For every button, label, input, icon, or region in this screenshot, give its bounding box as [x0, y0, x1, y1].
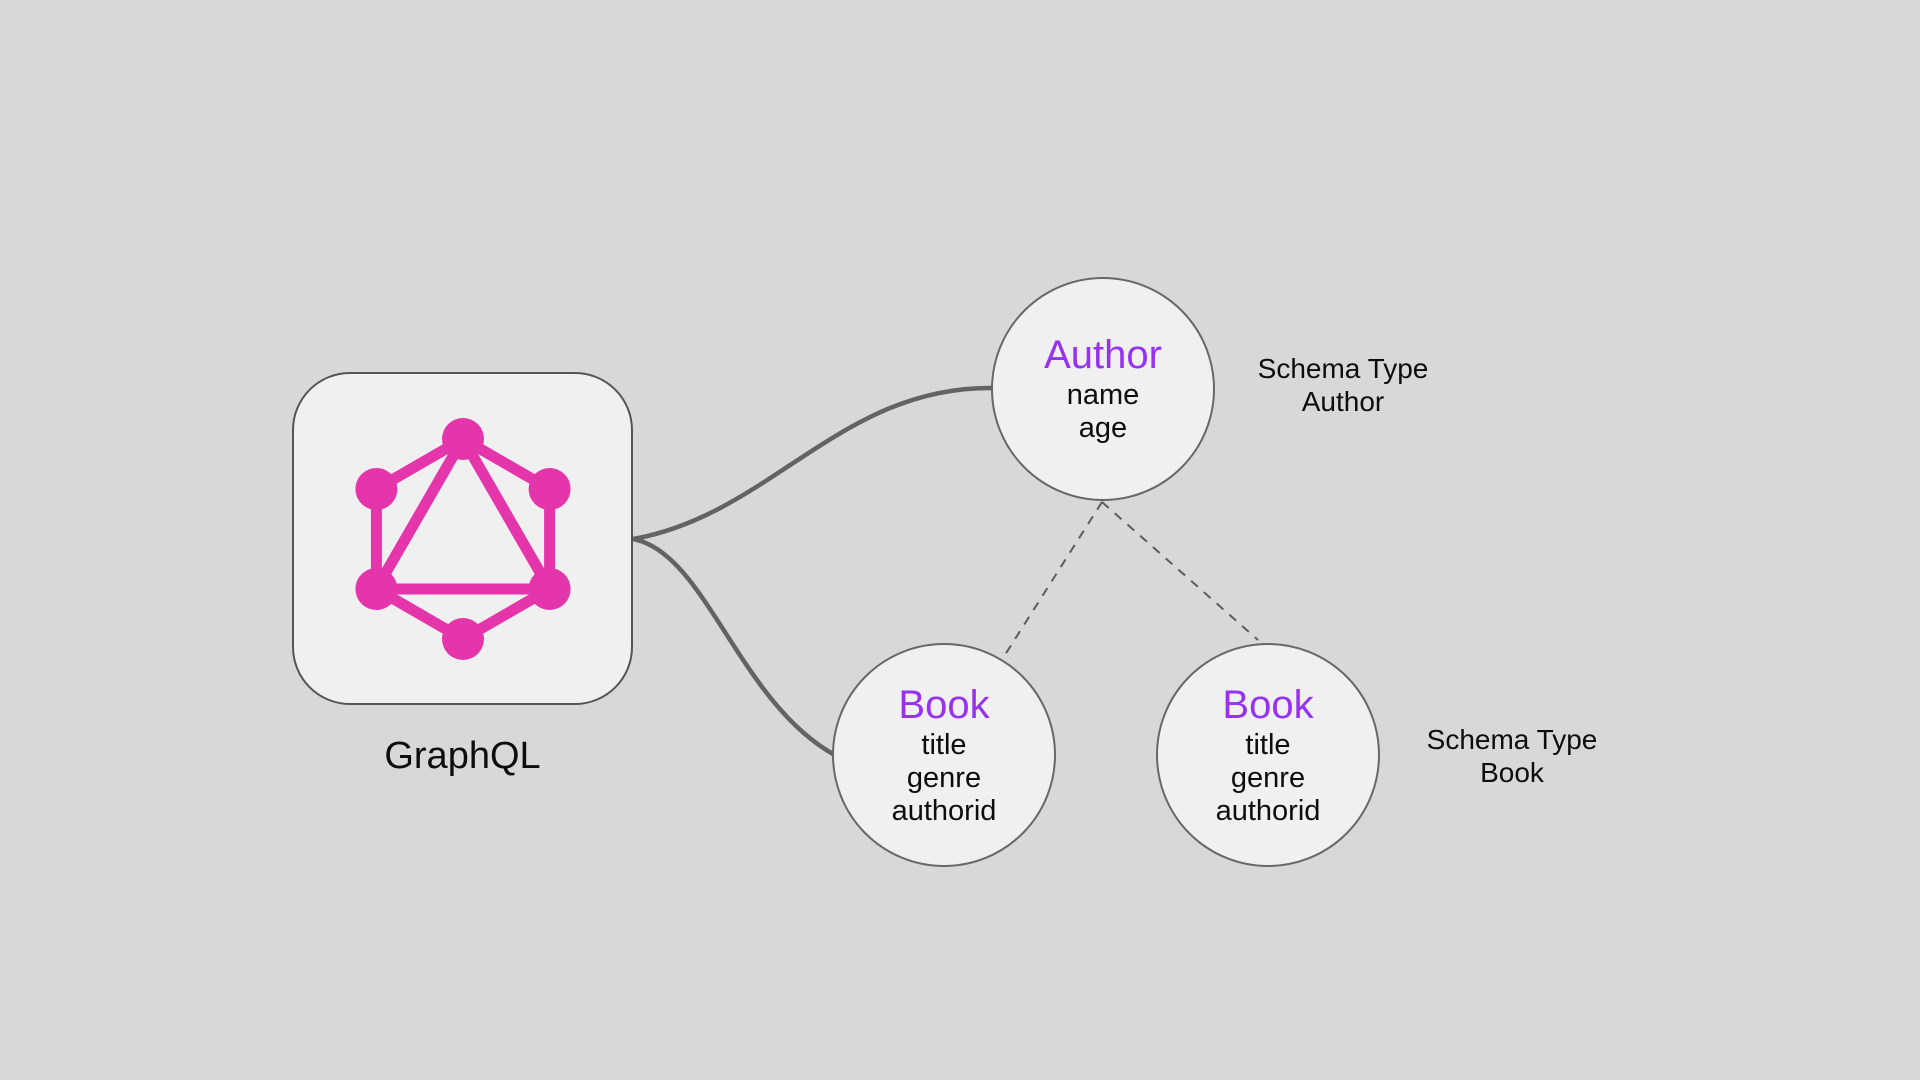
annotation-author-line1: Schema Type	[1257, 353, 1429, 384]
node-book-left-field-genre: genre	[906, 761, 982, 794]
node-book-right-field-authorid: authorid	[1215, 794, 1321, 827]
connector-author-to-book-right-dashed	[1101, 501, 1259, 641]
annotation-schema-type-author: Schema Type Author	[1223, 352, 1463, 418]
annotation-book-line1: Schema Type	[1426, 724, 1598, 755]
node-author-field-name: name	[1066, 379, 1140, 411]
node-book-left-field-title: title	[921, 728, 967, 761]
node-author-title: Author	[1044, 333, 1162, 377]
node-book-left: Book title genre authorid	[832, 643, 1056, 867]
node-book-right-field-genre: genre	[1230, 761, 1306, 794]
annotation-author-line2: Author	[1301, 386, 1385, 417]
connector-graphql-to-author	[630, 385, 994, 542]
annotation-schema-type-book: Schema Type Book	[1392, 723, 1632, 789]
graphql-hexagon-logo-icon	[354, 417, 571, 660]
node-book-right: Book title genre authorid	[1156, 643, 1380, 867]
node-book-right-title: Book	[1222, 682, 1314, 727]
node-author: Author name age	[991, 277, 1215, 501]
node-book-left-field-authorid: authorid	[891, 794, 997, 827]
connector-author-to-book-left-dashed	[1002, 501, 1103, 659]
annotation-book-line2: Book	[1480, 757, 1544, 788]
connector-graphql-to-book-left	[630, 536, 836, 757]
node-book-left-title: Book	[898, 682, 990, 727]
node-author-field-age: age	[1078, 412, 1128, 444]
node-book-right-field-title: title	[1245, 728, 1291, 761]
graphql-label: GraphQL	[384, 735, 541, 777]
graphql-box	[292, 372, 633, 705]
